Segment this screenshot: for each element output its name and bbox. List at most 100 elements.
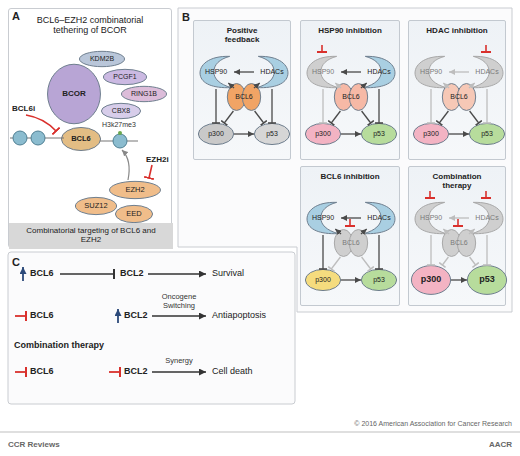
inhibition-connector (470, 257, 476, 265)
inhibitor-mark (321, 45, 323, 52)
pathway-arrow (152, 371, 206, 372)
dna-strand (10, 138, 138, 141)
activation-connector (443, 83, 449, 88)
activation-connector (361, 83, 367, 88)
protein-oval: BCL6 (61, 127, 101, 151)
shape-fill (472, 202, 503, 233)
label-text: BCL6 (30, 310, 54, 321)
methylation-arrow (122, 150, 129, 180)
label-text: BCL2 (124, 310, 148, 321)
chaperone-crescent: HDACs (361, 201, 397, 235)
subpanel-box: HSP90 inhibitionHSP90 HDACsBCL6 p300 p53 (300, 20, 400, 160)
panel-heading: BCL6 inhibition (318, 172, 382, 181)
inhibitor-mark (485, 45, 487, 52)
activation-connector (341, 71, 361, 72)
shape-fill (361, 269, 396, 290)
label-text: Oncogene Switching (150, 292, 208, 310)
shape-fill (75, 197, 116, 214)
node-text: HDACs (367, 214, 390, 222)
protein-oval: EED (115, 205, 153, 223)
panel-heading: HDAC inhibition (425, 26, 489, 35)
pathway-arrow (15, 371, 26, 373)
node-text: p53 (373, 130, 385, 138)
activation-connector (449, 217, 469, 218)
chaperone-crescent: HSP90 (198, 55, 234, 89)
inhibition-connector (486, 89, 487, 123)
activation-connector (449, 133, 469, 134)
shape-fill (411, 266, 450, 295)
activation-connector (335, 83, 341, 88)
node-text: HSP90 (420, 214, 442, 222)
chaperone-crescent: HDACs (361, 55, 397, 89)
inhibition-connector (322, 235, 323, 269)
label-text: BCL6 (30, 268, 54, 279)
node-text: HSP90 (312, 68, 334, 76)
panel-frame (8, 8, 512, 404)
node-text: p300 (315, 130, 331, 138)
protein-oval: p53 (361, 269, 397, 291)
protein-oval: p300 (198, 123, 234, 145)
chaperone-crescent: HSP90 (305, 201, 341, 235)
shape-fill (467, 266, 506, 295)
label-text: Antiapoptosis (212, 310, 266, 321)
protein-oval: p300 (305, 269, 341, 291)
node-text: p53 (266, 130, 278, 138)
node-text: p53 (373, 276, 385, 284)
inhibition-connector (224, 111, 233, 123)
panel-heading: BCL6–EZH2 combinatorial tethering of BCO… (20, 15, 160, 36)
inhibition-connector (378, 89, 379, 123)
inhibitor-mark (429, 191, 431, 198)
activation-connector (451, 279, 467, 280)
shape-fill (305, 269, 340, 290)
activation-connector (341, 279, 361, 280)
shape-fill (472, 56, 503, 87)
panel-heading: Combination therapy (425, 172, 489, 190)
shape-fill (79, 51, 124, 66)
label-text: A (12, 10, 20, 23)
shape-fill (200, 56, 231, 87)
protein-oval: p300 (305, 123, 341, 145)
chaperone-crescent: HSP90 (305, 55, 341, 89)
dimer-shape: BCL6 (334, 229, 368, 257)
node-text: p300 (208, 130, 224, 138)
panel-heading: HSP90 inhibition (318, 26, 382, 35)
inhibition-connector (331, 111, 340, 123)
label-text: BCL2 (120, 268, 144, 279)
activation-connector (254, 83, 260, 88)
node-text: SUZ12 (84, 202, 107, 210)
shape-fill (334, 230, 367, 257)
activation-connector (449, 71, 469, 72)
inhibition-connector (331, 257, 340, 269)
activation-connector (361, 229, 367, 234)
node-text: BCL6 (342, 93, 360, 101)
panel-heading: Positive feedback (210, 26, 274, 44)
shape-fill (121, 86, 166, 101)
nucleosome (13, 131, 127, 148)
chaperone-crescent: HDACs (469, 201, 505, 235)
node-text: p300 (315, 276, 331, 284)
node-text: PCGF1 (113, 73, 136, 81)
footer-rule (0, 432, 520, 433)
shape-fill (413, 123, 448, 144)
label-text: BCL2 (124, 366, 148, 377)
label-text: Combination therapy (14, 340, 104, 351)
node-text: BCL6 (235, 93, 253, 101)
activation-connector (341, 133, 361, 134)
dimer-shape: BCL6 (227, 83, 261, 111)
inhibitor-mark (349, 219, 351, 226)
inhibition-connector (378, 235, 379, 269)
inhibition-connector (362, 257, 371, 269)
protein-oval: p53 (254, 123, 290, 145)
node-text: KDM2B (90, 55, 114, 63)
footer-rule (0, 432, 520, 433)
chaperone-crescent: HSP90 (413, 55, 449, 89)
node-text: Combinatorial targeting of BCL6 and EZH2 (9, 227, 173, 245)
node-text: BCL6 (342, 239, 360, 247)
nucleosome (13, 131, 27, 145)
pathway-arrow (117, 309, 119, 323)
node-text: HDACs (475, 214, 498, 222)
protein-oval: p300 (411, 265, 451, 295)
shape-fill (469, 123, 504, 144)
